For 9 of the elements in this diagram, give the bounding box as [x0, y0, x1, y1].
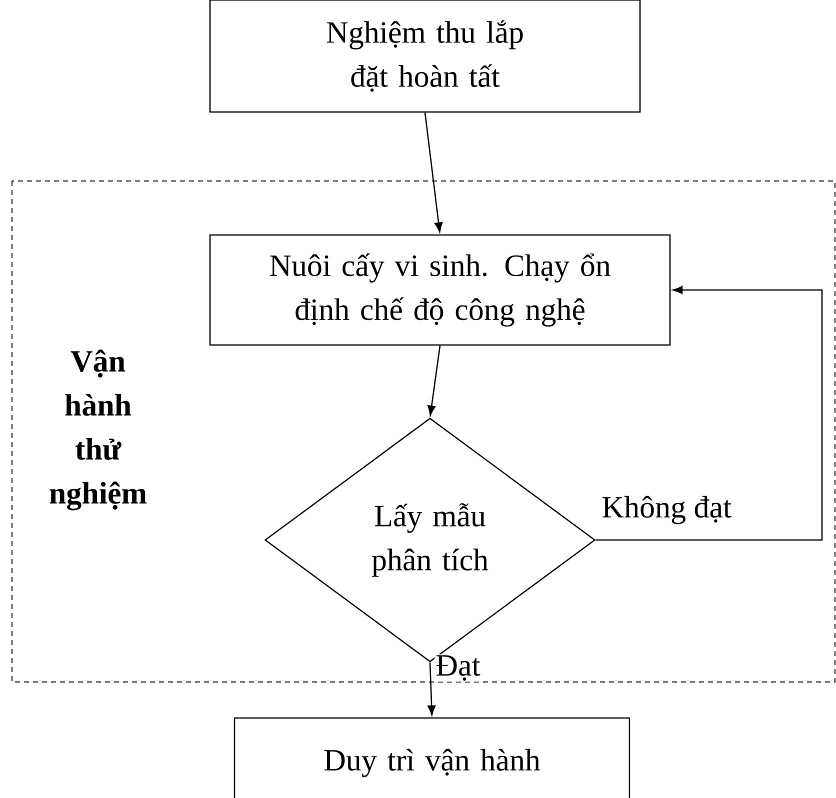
- edge-label: Đạt: [434, 654, 482, 682]
- arrow: [596, 286, 823, 541]
- arrow: [428, 662, 436, 716]
- edge-label: Không đạt: [600, 494, 733, 526]
- arrow: [424, 112, 443, 232]
- arrow: [428, 346, 441, 416]
- process-box: Nuôi cấy vi sinh. Chạy ổn định chế độ công nghệ: [209, 234, 671, 346]
- process-box: Duy trì vận hành: [234, 717, 630, 798]
- process-box: Nghiệm thu lắp đặt hoàn tất: [209, 0, 641, 113]
